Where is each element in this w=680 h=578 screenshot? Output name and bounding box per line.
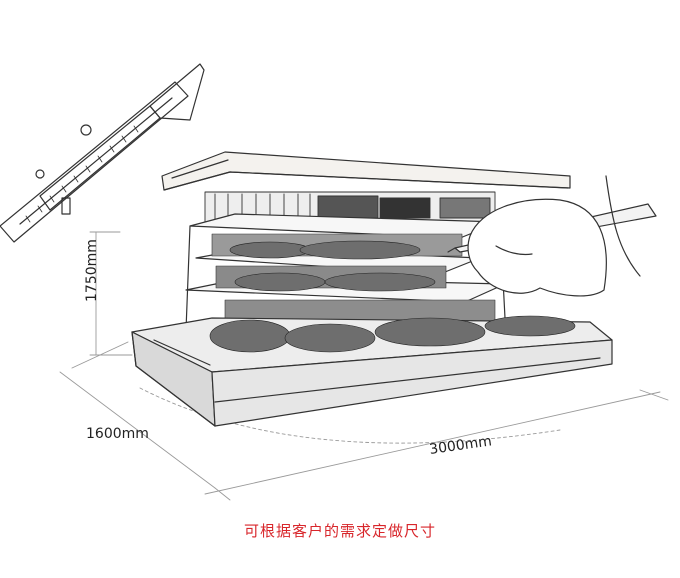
cabinet-canopy (161, 151, 571, 191)
caliper-ruler (0, 63, 205, 243)
custom-size-caption: 可根据客户的需求定做尺寸 (243, 522, 436, 540)
produce-clusters (209, 240, 576, 353)
height-dimension-label: 1750mm (84, 239, 100, 302)
dimension-guides (59, 231, 669, 501)
width-dimension-label: 3000mm (428, 433, 493, 458)
depth-dimension-label: 1600mm (86, 426, 149, 442)
hand-with-pencil (447, 175, 657, 297)
